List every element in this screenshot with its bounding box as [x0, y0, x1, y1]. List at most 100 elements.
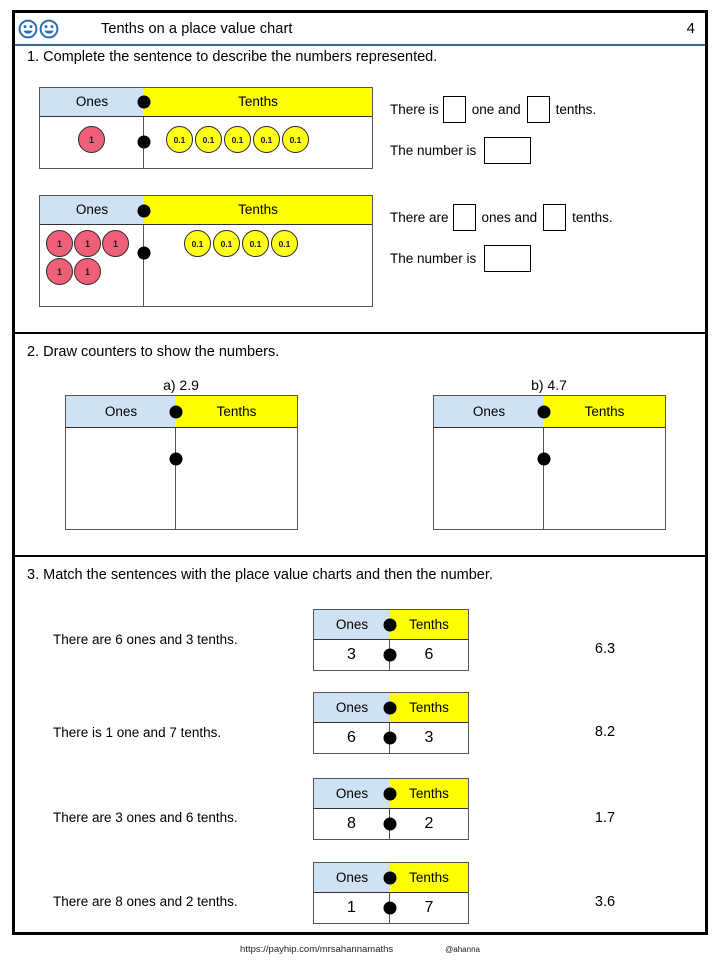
q2-chart-a-ones-header: Ones — [66, 396, 176, 428]
q1-sentence-1-line-2: The number is — [390, 137, 598, 164]
footer-handle: @ahanna — [445, 945, 480, 954]
tenths-counter: 0.1 — [213, 230, 240, 257]
q3-chart-2-header-row: Ones Tenths — [314, 693, 468, 723]
q3-number-3[interactable]: 1.7 — [594, 810, 616, 826]
section-divider-2 — [15, 555, 705, 557]
q1-answer-blank-ones[interactable] — [452, 204, 476, 231]
q3-number-4[interactable]: 3.6 — [594, 894, 616, 910]
q1-chart-1-ones-counters: 1 — [40, 126, 143, 153]
q1-chart-1-ones-cell[interactable]: 1 — [40, 117, 144, 168]
q3-chart-2-ones-cell: 6 — [314, 723, 390, 753]
worksheet-frame: Tenths on a place value chart 4 1. Compl… — [12, 10, 708, 935]
q1-chart-2-ones-counters: 1 1 1 1 1 — [46, 230, 141, 285]
worksheet-header: Tenths on a place value chart 4 — [15, 13, 705, 46]
q3-chart-1-ones-header: Ones — [314, 610, 390, 640]
q1-sentence-1-tail: tenths. — [555, 102, 597, 117]
q1-chart-1-tenths-cell[interactable]: 0.1 0.1 0.1 0.1 0.1 — [144, 117, 372, 168]
q3-chart-2-tenths-cell: 3 — [390, 723, 468, 753]
q2-chart-b: Ones Tenths — [433, 395, 666, 530]
q1-sentence-1-mid: one and — [471, 102, 521, 117]
page-title: Tenths on a place value chart — [101, 20, 293, 37]
q1-sentence-2-lead: There are — [390, 210, 449, 225]
tenths-counter: 0.1 — [166, 126, 193, 153]
q3-chart-2-ones-header: Ones — [314, 693, 390, 723]
q3-chart-3-ones-cell: 8 — [314, 809, 390, 839]
q1-answer-blank-number[interactable] — [484, 245, 532, 272]
q3-sentence-1[interactable]: There are 6 ones and 3 tenths. — [53, 632, 238, 647]
worksheet-footer: https://payhip.com/mrsahannamaths @ahann… — [0, 944, 720, 955]
q3-chart-4[interactable]: Ones Tenths 1 7 — [313, 862, 469, 924]
q1-sentence-1-lead: There is — [390, 102, 439, 117]
q1-chart-2-ones-cell[interactable]: 1 1 1 1 1 — [40, 225, 144, 306]
q3-chart-4-ones-digit: 1 — [347, 899, 356, 916]
decimal-point-marker — [383, 787, 397, 801]
decimal-point-marker — [169, 452, 183, 466]
q3-number-2[interactable]: 8.2 — [594, 724, 616, 740]
q3-chart-3[interactable]: Ones Tenths 8 2 — [313, 778, 469, 840]
q3-chart-2[interactable]: Ones Tenths 6 3 — [313, 692, 469, 754]
ones-counter: 1 — [78, 126, 105, 153]
smiley-face-icon — [39, 19, 59, 39]
question-1-title: 1. Complete the sentence to describe the… — [27, 49, 438, 65]
q2-chart-b-ones-cell[interactable] — [434, 428, 544, 529]
ones-counter: 1 — [74, 230, 101, 257]
q3-number-1[interactable]: 6.3 — [594, 641, 616, 657]
q2-chart-b-tenths-cell[interactable] — [544, 428, 665, 529]
q1-sentence-2-number-label: The number is — [390, 251, 477, 266]
q1-chart-2-tenths-header: Tenths — [144, 196, 372, 225]
q1-sentence-2-tail: tenths. — [572, 210, 613, 225]
q1-chart-2-tenths-cell[interactable]: 0.1 0.1 0.1 0.1 — [144, 225, 372, 306]
q1-sentence-2-line-2: The number is — [390, 245, 615, 272]
q1-chart-2-tenths-counters: 0.1 0.1 0.1 0.1 — [184, 230, 368, 257]
q2-chart-b-tenths-header: Tenths — [544, 396, 665, 428]
q3-sentence-2[interactable]: There is 1 one and 7 tenths. — [53, 725, 222, 740]
tenths-counter: 0.1 — [242, 230, 269, 257]
decimal-point-marker — [383, 618, 397, 632]
q3-sentence-4[interactable]: There are 8 ones and 2 tenths. — [53, 894, 238, 909]
q2-chart-a-ones-cell[interactable] — [66, 428, 176, 529]
q3-chart-1-tenths-digit: 6 — [424, 646, 434, 663]
decimal-point-marker — [537, 452, 551, 466]
q1-chart-1-header-row: Ones Tenths — [40, 88, 372, 117]
q1-answer-blank-number[interactable] — [484, 137, 532, 164]
q1-chart-2: Ones Tenths 1 1 1 1 1 0.1 0.1 — [39, 195, 373, 307]
q3-chart-3-header-row: Ones Tenths — [314, 779, 468, 809]
q3-chart-3-tenths-header: Tenths — [390, 779, 468, 809]
q3-chart-1-tenths-cell: 6 — [390, 640, 468, 670]
q2-chart-a: Ones Tenths — [65, 395, 298, 530]
decimal-point-marker — [383, 701, 397, 715]
q1-chart-1-ones-header: Ones — [40, 88, 144, 117]
q2-chart-b-ones-header: Ones — [434, 396, 544, 428]
decimal-point-marker — [137, 246, 151, 260]
q3-chart-4-header-row: Ones Tenths — [314, 863, 468, 893]
tenths-counter: 0.1 — [271, 230, 298, 257]
question-3-title: 3. Match the sentences with the place va… — [27, 567, 493, 583]
q1-chart-1-tenths-counters: 0.1 0.1 0.1 0.1 0.1 — [166, 126, 368, 153]
decimal-point-marker — [383, 871, 397, 885]
footer-url[interactable]: https://payhip.com/mrsahannamaths — [240, 944, 394, 955]
ones-counter: 1 — [46, 258, 73, 285]
q1-chart-2-header-row: Ones Tenths — [40, 196, 372, 225]
q1-chart-1-body-row: 1 0.1 0.1 0.1 0.1 0.1 — [40, 117, 372, 168]
decimal-point-marker — [383, 901, 397, 915]
q2-chart-a-header-row: Ones Tenths — [66, 396, 297, 428]
tenths-counter: 0.1 — [282, 126, 309, 153]
q1-sentence-2-line-1: There are ones and tenths. — [390, 204, 615, 231]
q3-sentence-3[interactable]: There are 3 ones and 6 tenths. — [53, 810, 238, 825]
q3-chart-4-tenths-header: Tenths — [390, 863, 468, 893]
q1-chart-1: Ones Tenths 1 0.1 0.1 0.1 0.1 0.1 — [39, 87, 373, 169]
q1-answer-blank-tenths[interactable] — [526, 96, 550, 123]
q1-answer-blank-tenths[interactable] — [543, 204, 567, 231]
q3-chart-4-ones-header: Ones — [314, 863, 390, 893]
decimal-point-marker — [169, 405, 183, 419]
q1-answer-blank-ones[interactable] — [442, 96, 466, 123]
q2-chart-a-tenths-cell[interactable] — [176, 428, 297, 529]
q3-chart-1[interactable]: Ones Tenths 3 6 — [313, 609, 469, 671]
ones-counter: 1 — [74, 258, 101, 285]
tenths-counter: 0.1 — [224, 126, 251, 153]
page-number: 4 — [686, 20, 695, 37]
q1-sentence-2: There are ones and tenths. The number is — [390, 204, 615, 272]
tenths-counter: 0.1 — [195, 126, 222, 153]
q3-chart-4-ones-cell: 1 — [314, 893, 390, 923]
